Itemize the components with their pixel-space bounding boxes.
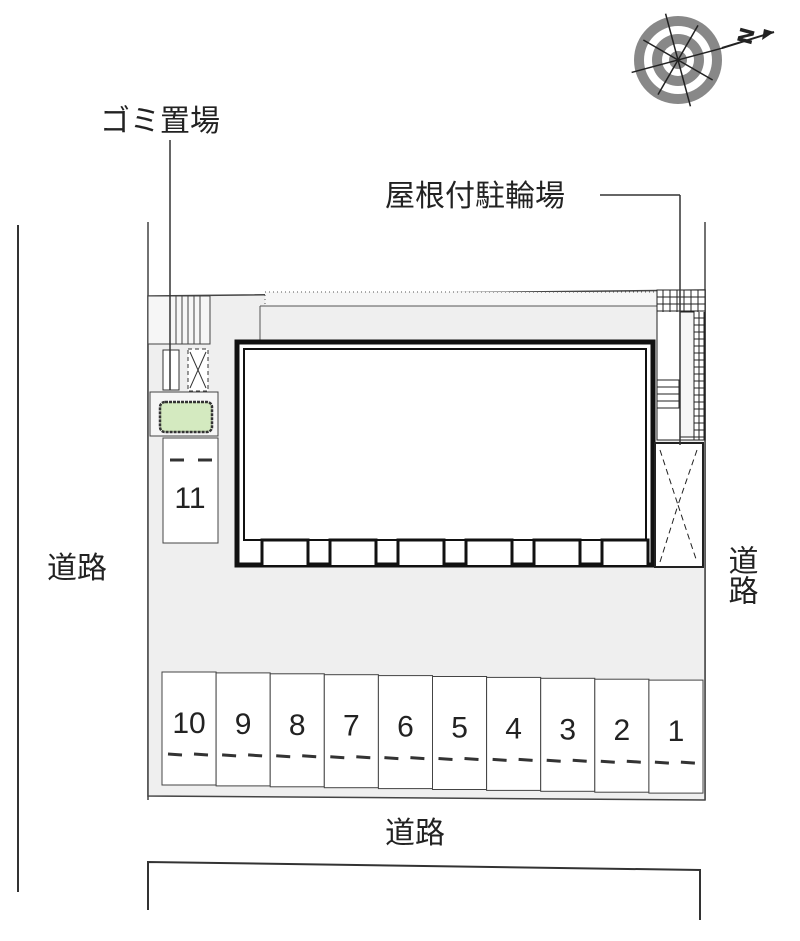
parking-space: 5	[432, 676, 488, 790]
road-bottom-label: 道路	[385, 816, 445, 851]
parking-space: 7	[323, 674, 379, 789]
parking-number: 4	[505, 712, 522, 745]
balcony-notch	[532, 538, 582, 565]
parking-space: 2	[594, 678, 650, 793]
parking-number: 11	[174, 482, 205, 515]
parking-space: 1	[648, 679, 704, 794]
parking-number: 9	[235, 708, 252, 741]
parking-space: 6	[377, 675, 433, 790]
building	[234, 339, 656, 568]
road-right-label: 道路	[723, 545, 758, 605]
bicycle-parking-label: 屋根付駐輪場	[385, 179, 565, 214]
parking-number: 8	[289, 709, 306, 742]
road-edge-bottom	[147, 860, 701, 920]
parking-number: 5	[451, 712, 468, 745]
parking-number: 3	[559, 713, 576, 746]
balcony-notch	[328, 538, 378, 565]
parking-space: 10	[161, 671, 217, 786]
balcony-notch	[396, 538, 446, 565]
parking-number: 1	[668, 715, 685, 748]
parking-space: 4	[486, 676, 542, 791]
balcony-notch	[600, 538, 650, 565]
road-left-label: 道路	[47, 551, 107, 586]
bicycle-shelter	[654, 289, 706, 568]
planting	[158, 400, 214, 434]
parking-space: 9	[215, 672, 271, 787]
garbage-label: ゴミ置場	[100, 104, 220, 139]
balcony-notch	[464, 538, 514, 565]
parking-space: 3	[540, 677, 596, 792]
parking-number: 6	[397, 711, 414, 744]
parking-number: 2	[614, 714, 631, 747]
parking-number: 10	[172, 707, 205, 740]
compass-north-letter: N	[732, 25, 760, 47]
parking-space-11	[162, 437, 219, 544]
compass-icon: N	[631, 13, 775, 107]
gravel-strip	[264, 291, 658, 307]
parking-space: 8	[269, 673, 325, 788]
balcony-notch	[260, 538, 310, 565]
parking-row: 10 9 8 7 6 5 4 3 2 1	[161, 671, 704, 794]
parking-number: 7	[343, 710, 360, 743]
